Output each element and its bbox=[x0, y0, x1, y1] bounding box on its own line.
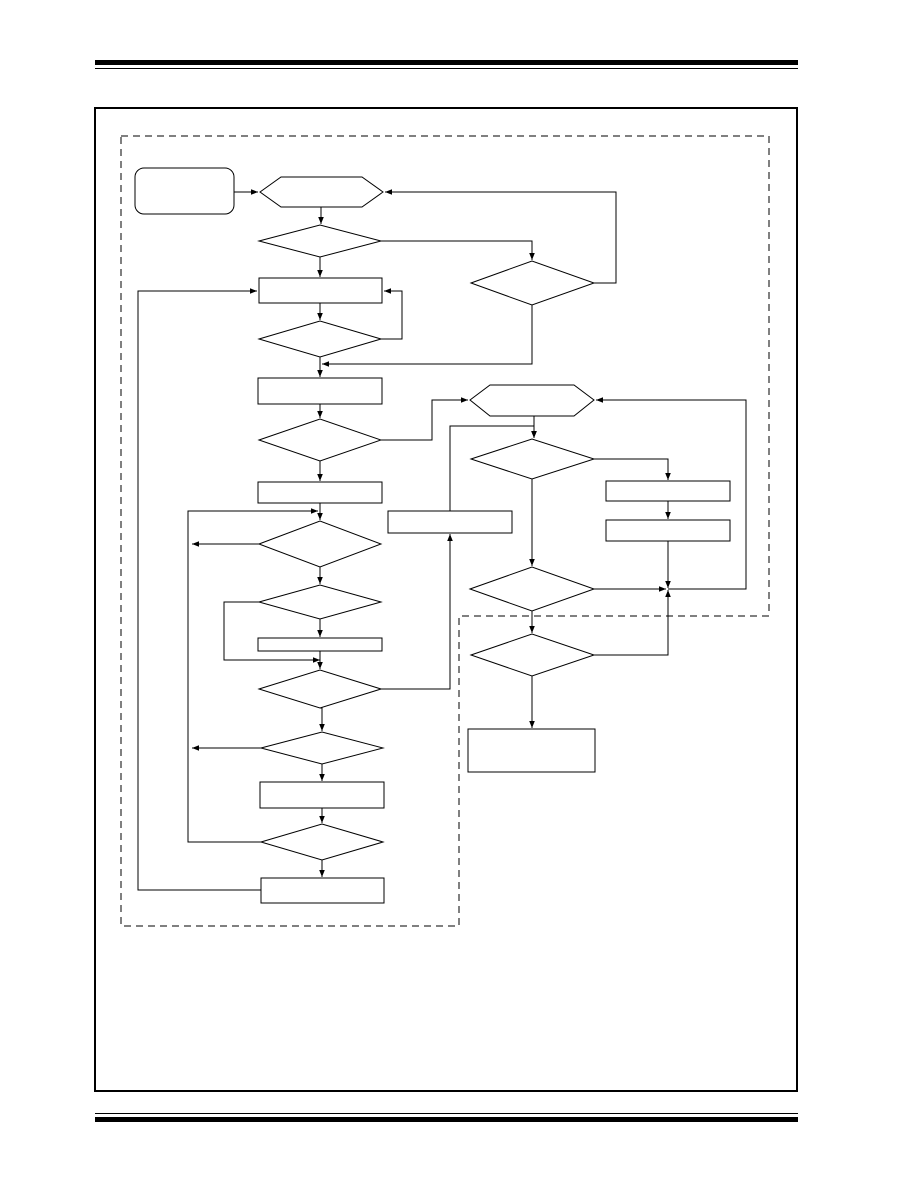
n-d5 bbox=[257, 520, 383, 568]
header-rule-thick bbox=[95, 60, 798, 65]
n-d7 bbox=[257, 669, 383, 709]
header-rule-thin bbox=[95, 68, 798, 69]
n-d10 bbox=[469, 438, 596, 480]
dashed-region-boundary bbox=[120, 135, 770, 927]
n-p3 bbox=[257, 481, 383, 504]
n-d1 bbox=[257, 224, 383, 258]
edge-d3-loop bbox=[381, 288, 403, 340]
edge-d1-d2 bbox=[381, 240, 535, 260]
figure-frame bbox=[94, 107, 798, 1092]
n-p1 bbox=[258, 277, 383, 304]
n-p10 bbox=[467, 728, 596, 773]
edge-d7-p7 bbox=[381, 534, 453, 690]
edge-d6-bypass bbox=[223, 601, 320, 663]
edge-d4-hex2 bbox=[381, 397, 468, 441]
edge-d7-d8 bbox=[319, 707, 325, 731]
n-p4 bbox=[257, 637, 383, 652]
edge-d10-p8 bbox=[594, 458, 671, 480]
n-hex2 bbox=[469, 384, 595, 417]
edge-d12-merge bbox=[594, 590, 671, 656]
n-hex1 bbox=[259, 176, 384, 208]
n-start bbox=[134, 167, 235, 215]
edge-d2-join bbox=[322, 305, 533, 367]
n-d6 bbox=[257, 584, 383, 620]
edge-d9-loop bbox=[187, 508, 318, 843]
n-p5 bbox=[259, 781, 385, 809]
n-d2 bbox=[469, 260, 596, 306]
n-d3 bbox=[257, 320, 383, 358]
edge-d2-hex1 bbox=[385, 189, 617, 284]
n-d4 bbox=[257, 418, 383, 462]
n-d11 bbox=[468, 566, 596, 612]
n-p6 bbox=[260, 877, 385, 904]
n-p2 bbox=[257, 377, 383, 405]
footer-rule-thick bbox=[95, 1117, 798, 1122]
n-p9 bbox=[605, 519, 731, 542]
n-d12 bbox=[469, 633, 596, 677]
n-d9 bbox=[259, 823, 385, 861]
footer-rule-thin bbox=[95, 1113, 798, 1114]
edge-merge-hex2 bbox=[596, 397, 747, 590]
n-d8 bbox=[259, 731, 385, 765]
n-p8 bbox=[605, 480, 731, 502]
edge-p6-loop bbox=[137, 288, 261, 891]
n-p7 bbox=[387, 510, 513, 534]
